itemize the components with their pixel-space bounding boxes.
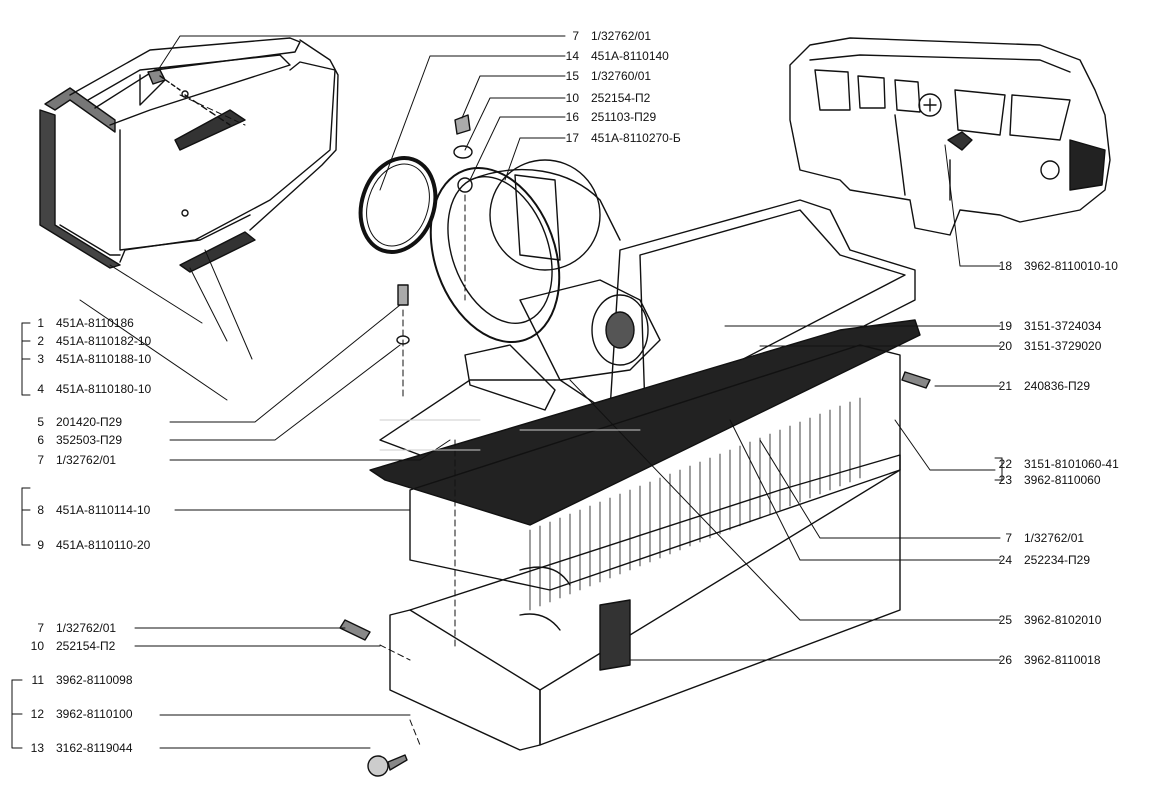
round-gasket-drawing [358,156,438,254]
leader-lines [11,35,1003,749]
watermark [379,419,641,451]
heater-assembly-drawing [179,94,931,777]
gasket-frame-drawing [39,37,339,273]
van-body-drawing [789,37,1111,236]
